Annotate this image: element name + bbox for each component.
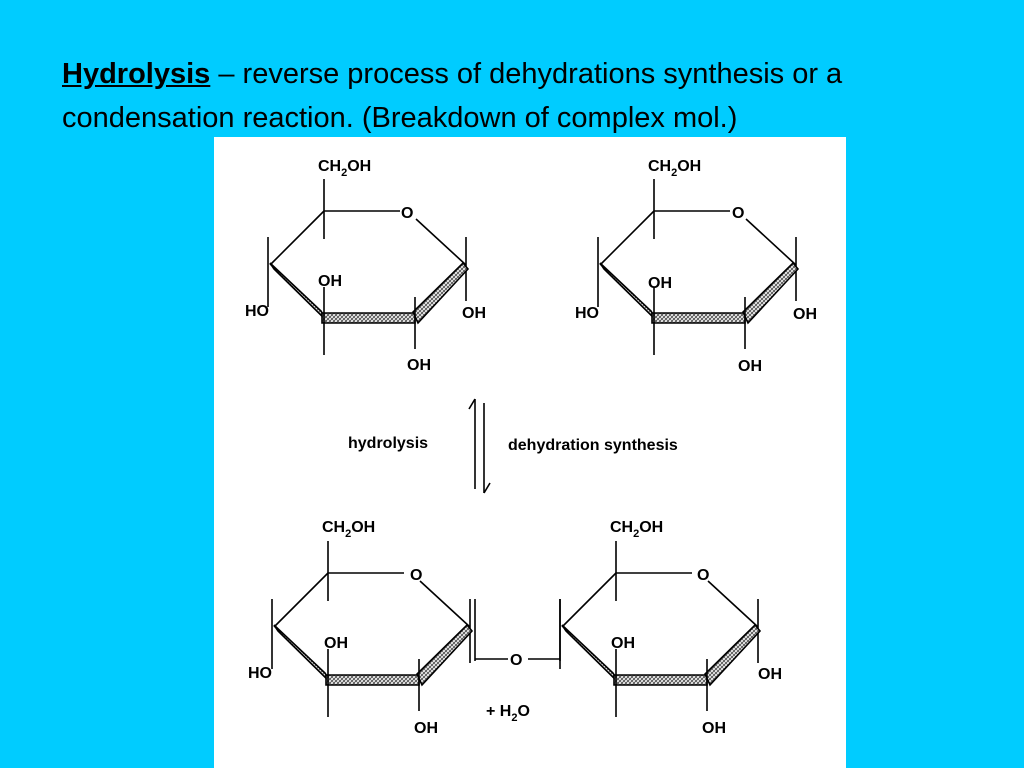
hydroxyl-label: OH <box>318 273 342 290</box>
equilibrium-arrows: hydrolysis dehydration synthesis <box>348 398 678 494</box>
ring-oxygen-label: O <box>697 567 709 584</box>
hydroxyl-label: OH <box>407 357 431 374</box>
ring-oxygen-label: O <box>401 205 413 222</box>
ch2oh-label: CH2OH <box>318 158 371 179</box>
ch2oh-label: CH2OH <box>648 158 701 179</box>
title-dash: – <box>210 58 243 90</box>
hydroxyl-label: OH <box>462 305 486 322</box>
hydroxyl-label: OH <box>324 635 348 652</box>
bridge-oxygen-label: O <box>510 652 522 669</box>
title-term: Hydrolysis <box>62 58 211 90</box>
hydroxyl-label: OH <box>793 306 817 323</box>
slide-title: Hydrolysis – reverse process of dehydrat… <box>62 52 1002 140</box>
ch2oh-label: CH2OH <box>322 519 375 540</box>
ch2oh-label: CH2OH <box>610 519 663 540</box>
glycosidic-bond: O <box>474 599 561 669</box>
water-byproduct-label: + H2O <box>486 703 530 724</box>
reaction-svg: CH2OH O OH HO OH OH CH2OH O OH HO OH OH … <box>245 158 817 737</box>
hydrolysis-diagram: CH2OH O OH HO OH OH CH2OH O OH HO OH OH … <box>214 137 846 768</box>
hydroxyl-label: OH <box>702 720 726 737</box>
hydroxyl-label: OH <box>648 275 672 292</box>
hydroxyl-left-label: HO <box>248 665 272 682</box>
dehydration-synthesis-label: dehydration synthesis <box>508 437 678 454</box>
glucose-top-right: CH2OH O OH HO OH OH <box>575 158 817 375</box>
hydroxyl-label: OH <box>414 720 438 737</box>
ring-oxygen-label: O <box>732 205 744 222</box>
glucose-bottom-left: CH2OH O OH HO OH <box>248 519 473 737</box>
ring-oxygen-label: O <box>410 567 422 584</box>
glucose-bottom-right: CH2OH O OH OH OH <box>559 519 782 737</box>
hydroxyl-label: OH <box>758 666 782 683</box>
hydroxyl-label: OH <box>611 635 635 652</box>
hydroxyl-left-label: HO <box>575 305 599 322</box>
hydrolysis-label: hydrolysis <box>348 435 428 452</box>
hydroxyl-left-label: HO <box>245 303 269 320</box>
title-description: reverse process of dehydrations synthesi… <box>62 58 843 134</box>
glucose-top-left: CH2OH O OH HO OH OH <box>245 158 486 374</box>
hydroxyl-label: OH <box>738 358 762 375</box>
